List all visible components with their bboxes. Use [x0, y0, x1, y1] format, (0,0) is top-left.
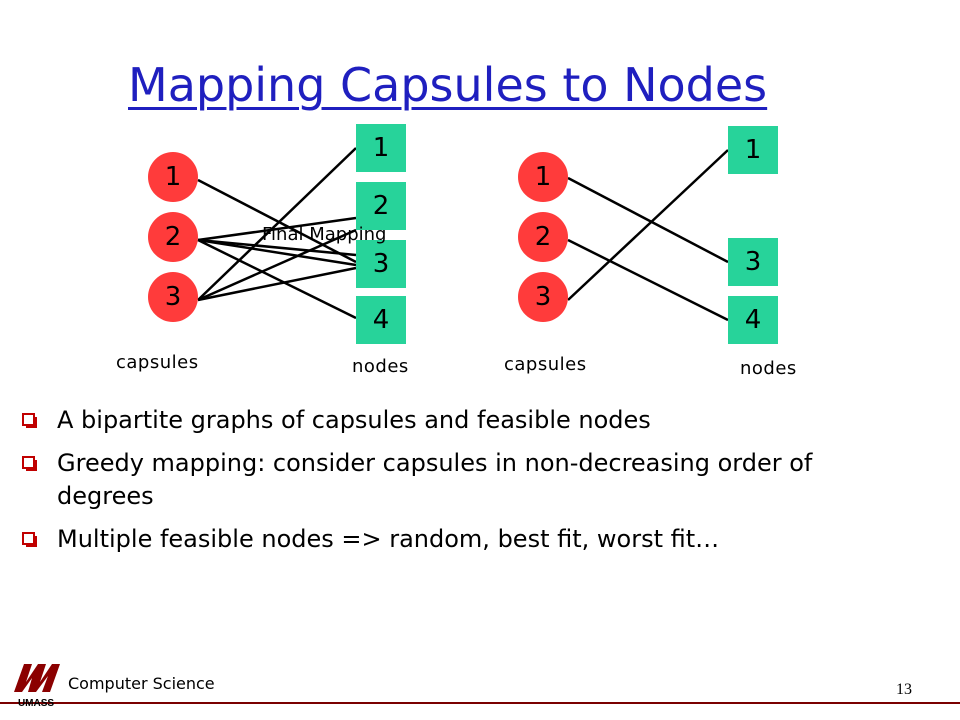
final-mapping-label: Final Mapping [262, 224, 387, 245]
footer-rule [0, 702, 960, 704]
checkbox-bullet-icon [22, 456, 37, 471]
nodes-label-right: nodes [740, 358, 797, 379]
bullet-item: Multiple feasible nodes => random, best … [20, 523, 900, 556]
department-label: Computer Science [68, 674, 215, 693]
node-3: 3 [356, 240, 406, 288]
node-3-right: 3 [728, 238, 778, 286]
checkbox-bullet-icon [22, 532, 37, 547]
bullet-text: Greedy mapping: consider capsules in non… [57, 449, 813, 510]
capsule-2: 2 [148, 212, 198, 262]
capsule-1: 1 [148, 152, 198, 202]
bullet-item: A bipartite graphs of capsules and feasi… [20, 404, 900, 437]
bullet-list: A bipartite graphs of capsules and feasi… [20, 404, 900, 566]
node-2: 2 [356, 182, 406, 230]
edge-left-c3-n2 [197, 228, 357, 302]
edge-left-c2-n4 [197, 238, 357, 320]
edge-left-c2-n2 [197, 216, 357, 242]
edge-right-c3-n1 [567, 149, 729, 301]
nodes-label-left: nodes [352, 356, 409, 377]
bullet-text: Multiple feasible nodes => random, best … [57, 525, 720, 553]
capsule-2-right: 2 [518, 212, 568, 262]
bullet-text: A bipartite graphs of capsules and feasi… [57, 406, 651, 434]
page-number: 13 [896, 681, 912, 698]
edge-right-c2-n4 [567, 238, 729, 322]
node-1-right: 1 [728, 126, 778, 174]
capsule-1-right: 1 [518, 152, 568, 202]
edge-left-c3-n1 [197, 147, 357, 301]
node-1: 1 [356, 124, 406, 172]
edge-left-c2-n3 [197, 238, 357, 257]
edge-left-c3-n3 [197, 266, 357, 302]
slide-title: Mapping Capsules to Nodes [128, 58, 768, 112]
edge-left-c1-n4 [197, 178, 357, 264]
bullet-item: Greedy mapping: consider capsules in non… [20, 447, 900, 513]
node-4: 4 [356, 296, 406, 344]
edge-left-c2-n3b [197, 238, 357, 267]
checkbox-bullet-icon [22, 413, 37, 428]
capsules-label-right: capsules [504, 354, 587, 375]
umass-logo-icon: UMASS [14, 664, 60, 709]
logo-text: UMASS [18, 698, 54, 709]
capsule-3: 3 [148, 272, 198, 322]
edge-right-c1-n3 [567, 176, 729, 264]
capsule-3-right: 3 [518, 272, 568, 322]
capsules-label-left: capsules [116, 352, 199, 373]
node-4-right: 4 [728, 296, 778, 344]
